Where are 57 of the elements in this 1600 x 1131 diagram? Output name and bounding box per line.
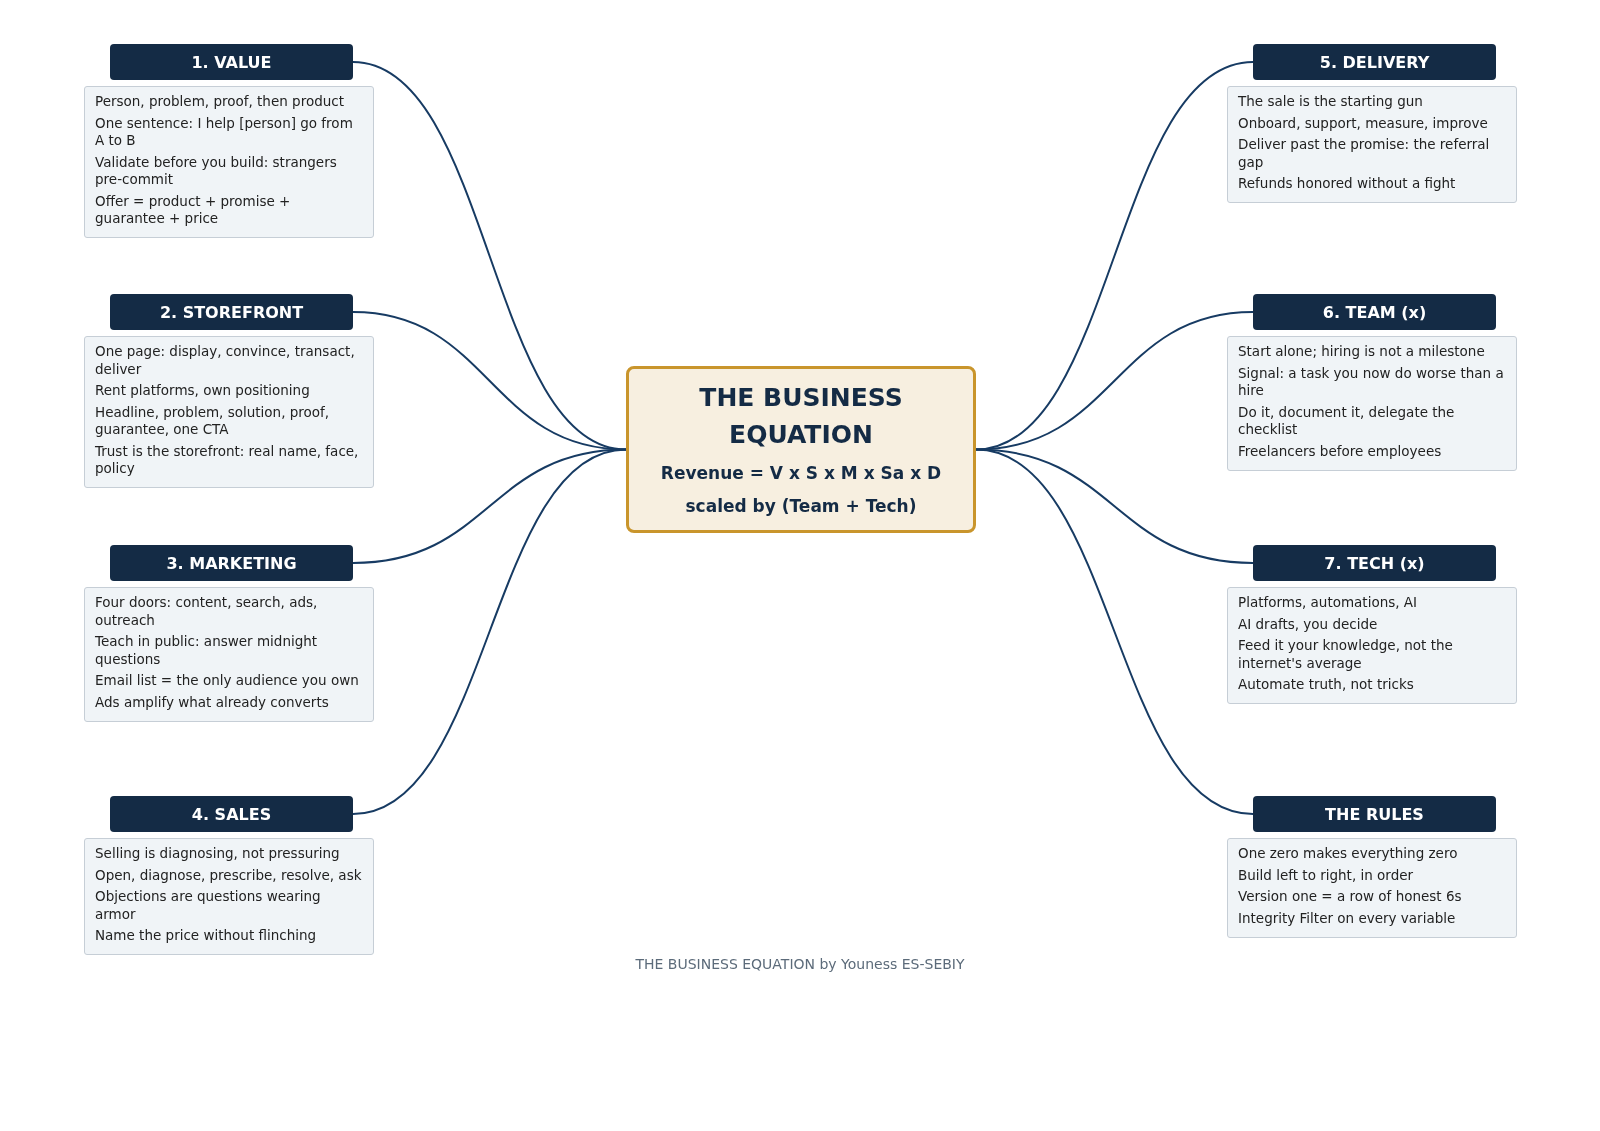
list-item: Four doors: content, search, ads, outreach <box>95 594 319 630</box>
list-item: Deliver past the promise: the referral gap <box>1238 136 1491 172</box>
connector-curve <box>975 448 1254 815</box>
connector-curve <box>975 311 1254 451</box>
list-item: One page: display, convince, transact, deliver <box>95 343 356 379</box>
list-item: Objections are questions wearing armor <box>95 888 322 924</box>
point-list-card <box>1227 86 1517 203</box>
point-list-card <box>1227 336 1517 471</box>
list-item: Name the price without flinching <box>95 927 318 945</box>
footer-credit: THE BUSINESS EQUATION by Youness ES-SEBIY <box>634 956 966 972</box>
point-list-card <box>1227 587 1517 704</box>
list-item: Feed it your knowledge, not the internet's average <box>1238 637 1454 673</box>
branch-heading: 7. TECH (x) <box>1253 545 1496 581</box>
connector-curve <box>352 311 627 451</box>
list-item: One zero makes everything zero <box>1238 845 1459 863</box>
list-item: Do it, document it, delegate the checklist <box>1238 403 1456 439</box>
list-item: One sentence: I help [person] go from A to B <box>95 114 354 150</box>
equation-box <box>626 366 976 533</box>
equation-formula: scaled by (Team + Tech) <box>685 495 917 518</box>
branch-heading: 2. STOREFRONT <box>110 294 353 330</box>
list-item: Email list = the only audience you own <box>95 672 360 690</box>
list-item: Teach in public: answer midnight questions <box>95 633 319 669</box>
branch-heading: 3. MARKETING <box>110 545 353 581</box>
point-list-card <box>84 838 374 955</box>
branch-heading: 6. TEAM (x) <box>1253 294 1496 330</box>
list-item: Start alone; hiring is not a milestone <box>1238 343 1486 361</box>
list-item: Refunds honored without a fight <box>1238 175 1457 193</box>
connector-curve <box>352 448 627 815</box>
list-item: Onboard, support, measure, improve <box>1238 114 1489 133</box>
list-item: Open, diagnose, prescribe, resolve, ask <box>95 866 363 885</box>
equation-title: THE BUSINESS EQUATION <box>698 381 904 452</box>
list-item: Offer = product + promise + guarantee + price <box>95 192 292 228</box>
list-item: Rent platforms, own positioning <box>95 382 311 400</box>
list-item: Selling is diagnosing, not pressuring <box>95 845 341 863</box>
list-item: Version one = a row of honest 6s <box>1238 888 1463 906</box>
branch-heading: 4. SALES <box>110 796 353 832</box>
branch-heading: 5. DELIVERY <box>1253 44 1496 80</box>
branch-heading: THE RULES <box>1253 796 1496 832</box>
point-list-card <box>84 86 374 238</box>
equation-formula: Revenue = V x S x M x Sa x D <box>660 461 942 485</box>
list-item: Signal: a task you now do worse than a hire <box>1238 364 1505 400</box>
list-item: Ads amplify what already converts <box>95 693 330 712</box>
point-list-card <box>84 587 374 722</box>
list-item: Validate before you build: strangers pre-commit <box>95 153 338 189</box>
point-list-card <box>1227 838 1517 938</box>
list-item: AI drafts, you decide <box>1238 615 1379 634</box>
list-item: Automate truth, not tricks <box>1238 676 1415 694</box>
list-item: Integrity Filter on every variable <box>1238 909 1457 928</box>
list-item: Platforms, automations, AI <box>1238 594 1419 612</box>
list-item: Headline, problem, solution, proof, guarantee, one CTA <box>95 403 331 439</box>
list-item: Build left to right, in order <box>1238 866 1415 885</box>
list-item: Trust is the storefront: real name, face, policy <box>95 442 360 478</box>
point-list-card <box>84 336 374 488</box>
list-item: Freelancers before employees <box>1238 442 1443 461</box>
branch-heading: 1. VALUE <box>110 44 353 80</box>
list-item: Person, problem, proof, then product <box>95 93 345 111</box>
list-item: The sale is the starting gun <box>1238 93 1424 111</box>
